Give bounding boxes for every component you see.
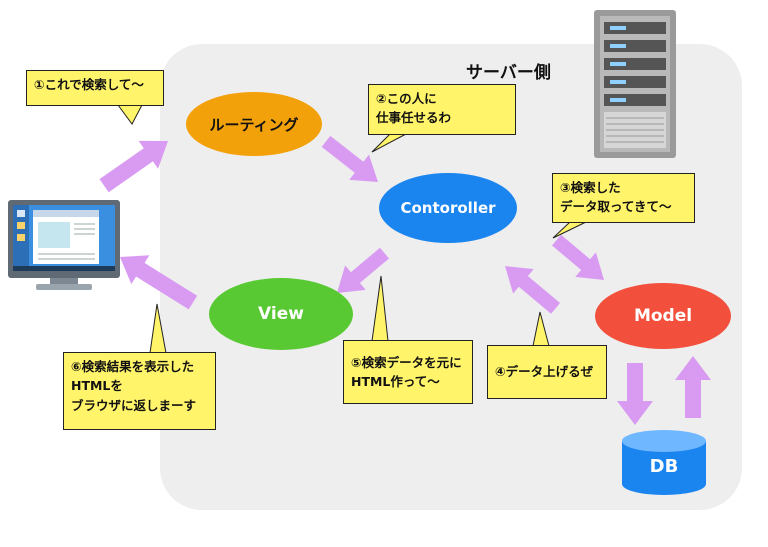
routing-node: ルーティング: [186, 92, 322, 156]
arrow-routing-to-controller: [321, 135, 378, 182]
tail-step1: [117, 104, 143, 125]
callout-step2-line1: ②この人に: [376, 91, 437, 106]
tail-step5: [371, 275, 389, 342]
arrow-controller-to-model: [552, 234, 604, 280]
flow-arrows: [99, 135, 711, 425]
callout-step2-line2: 仕事任せるわ: [376, 110, 452, 126]
database-cylinder-icon: DB: [622, 430, 706, 495]
arrow-client-to-routing: [99, 140, 168, 193]
callout-step4: ④データ上げるぜ: [487, 345, 607, 399]
controller-node: Contoroller: [379, 173, 517, 243]
callout-step6-line2: HTMLを: [71, 378, 123, 394]
model-node: Model: [595, 283, 731, 349]
tail-step3: [552, 221, 587, 239]
server-side-title: サーバー側: [466, 63, 551, 83]
callout-step2: ②この人に 仕事任せるわ: [368, 84, 516, 135]
arrow-controller-to-view: [337, 247, 389, 293]
tail-step6: [149, 303, 167, 354]
callout-step5: ⑤検索データを元に HTML作って〜: [343, 340, 473, 404]
arrow-model-to-db: [617, 363, 653, 425]
db-label: DB: [650, 456, 679, 477]
callout-step5-line1: ⑤検索データを元に: [351, 354, 462, 370]
arrow-model-to-controller: [505, 266, 561, 314]
view-node: View: [209, 278, 353, 350]
callout-step1-line1: ①これで検索して〜: [34, 77, 144, 92]
client-monitor-icon: [8, 200, 120, 290]
callout-step3-line2: データ取ってきて〜: [560, 199, 672, 215]
tail-step4: [532, 311, 550, 347]
tail-step2: [371, 133, 407, 153]
callout-step3: ③検索した データ取ってきて〜: [552, 173, 695, 223]
callout-step6-line3: ブラウザに返しまーす: [71, 397, 197, 413]
arrow-view-to-client: [120, 255, 198, 310]
callout-step6-line1: ⑥検索結果を表示した: [71, 359, 195, 374]
callout-step4-line1: ④データ上げるぜ: [495, 364, 594, 380]
server-rack-icon: [594, 10, 676, 158]
callout-step3-line1: ③検索した: [560, 180, 621, 195]
arrow-db-to-model: [675, 356, 711, 418]
callout-step1: ①これで検索して〜: [26, 70, 164, 106]
callout-step5-line2: HTML作って〜: [351, 374, 440, 389]
callout-step6: ⑥検索結果を表示した HTMLを ブラウザに返しまーす: [63, 352, 216, 430]
